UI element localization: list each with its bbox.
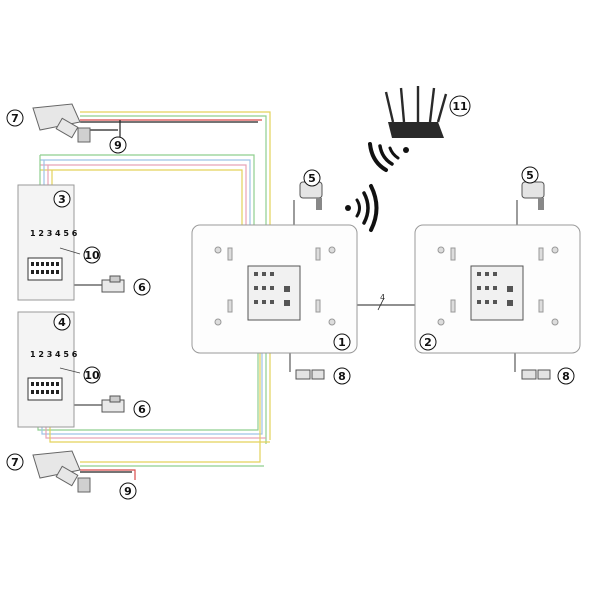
svg-text:5: 5 [526, 169, 534, 182]
svg-text:3: 3 [58, 193, 66, 206]
indoor-monitor [191, 224, 358, 354]
callout-lock-1: 6 [133, 278, 151, 296]
callout-wifi-router: 11 [449, 95, 471, 117]
callout-monitor-1: 1 [333, 333, 351, 351]
indoor-monitor [414, 224, 581, 354]
wifi-router-icon [384, 86, 448, 138]
callout-exit-button-1: 8 [333, 367, 351, 385]
svg-text:11: 11 [452, 100, 467, 113]
svg-text:5: 5 [308, 172, 316, 185]
svg-text:2: 2 [424, 336, 432, 349]
svg-text:8: 8 [562, 370, 570, 383]
link-label: 4 [380, 293, 385, 302]
svg-text:9: 9 [124, 485, 132, 498]
exit-button-icon [521, 369, 551, 380]
link-tick [377, 297, 385, 311]
callout-power-supply-2: 5 [521, 166, 539, 184]
terminal-labels: 1 2 3 4 5 6 [30, 350, 78, 359]
cctv-camera-icon [32, 450, 91, 493]
outdoor-station: 1 2 3 4 5 6 [17, 184, 78, 301]
svg-text:10: 10 [84, 369, 100, 382]
callout-camera-power-bottom: 9 [119, 482, 137, 500]
callout-station-1: 3 [53, 190, 71, 208]
svg-text:1: 1 [338, 336, 346, 349]
callout-camera-power-top: 9 [109, 136, 127, 154]
svg-text:6: 6 [138, 403, 146, 416]
wifi-signal-icon [368, 142, 409, 172]
callout-station-2: 4 [53, 313, 71, 331]
electric-lock-icon [101, 395, 125, 413]
callout-camera-top: 7 [6, 109, 24, 127]
cctv-camera-icon [32, 103, 91, 143]
electric-lock-icon [101, 275, 125, 293]
wifi-signal-icon [345, 184, 379, 232]
svg-text:7: 7 [11, 112, 19, 125]
callout-power-supply-1: 5 [303, 169, 321, 187]
svg-text:6: 6 [138, 281, 146, 294]
svg-text:10: 10 [84, 249, 100, 262]
callout-camera-bottom: 7 [6, 453, 24, 471]
callout-door-release-1: 10 [83, 246, 101, 264]
callout-exit-button-2: 8 [557, 367, 575, 385]
svg-text:9: 9 [114, 139, 122, 152]
power-adapter-icon [521, 181, 545, 210]
svg-text:7: 7 [11, 456, 19, 469]
power-adapter-icon [299, 181, 323, 210]
callout-monitor-2: 2 [419, 333, 437, 351]
svg-text:4: 4 [58, 316, 66, 329]
svg-text:8: 8 [338, 370, 346, 383]
callout-lock-2: 6 [133, 400, 151, 418]
terminal-labels: 1 2 3 4 5 6 [30, 229, 78, 238]
callout-door-release-2: 10 [83, 366, 101, 384]
outdoor-station: 1 2 3 4 5 6 [17, 311, 78, 428]
exit-button-icon [295, 369, 325, 380]
